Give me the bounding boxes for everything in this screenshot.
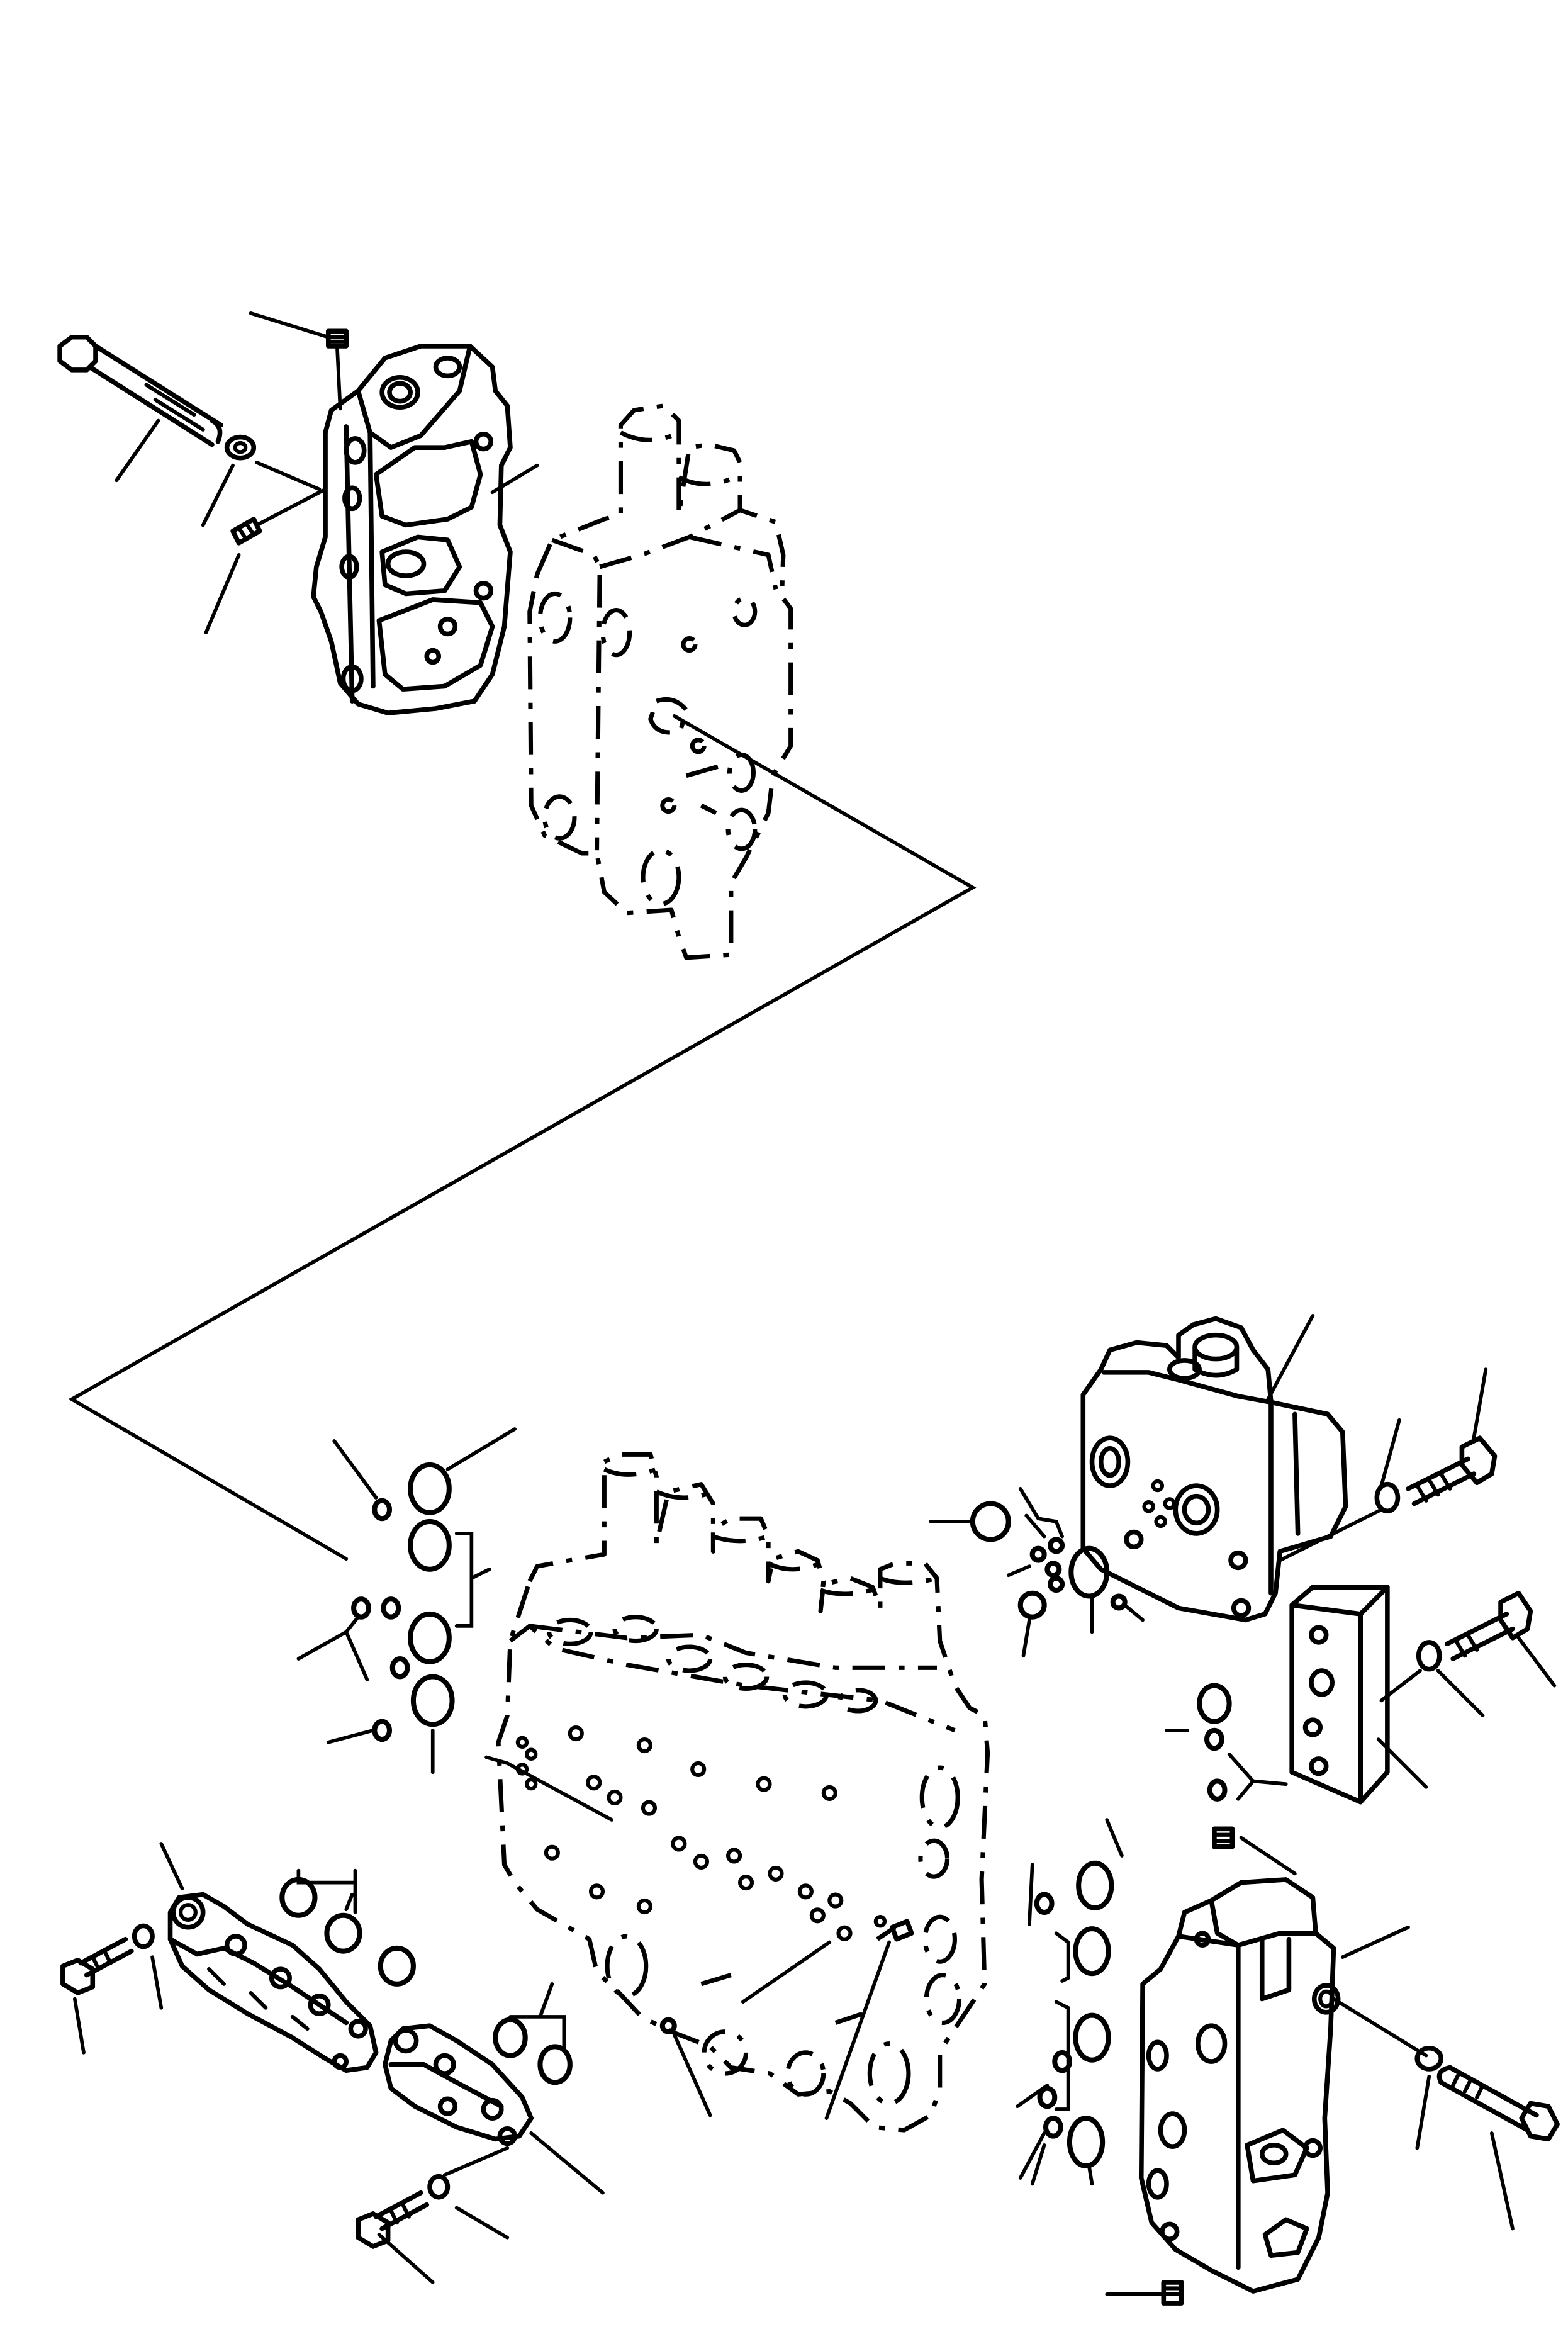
long-bolt (57, 334, 223, 447)
bottom-leader-lines (72, 1313, 1557, 2296)
set-screw-body (890, 1919, 914, 1942)
main-valve-body-phantom (496, 1452, 990, 2133)
washer-right-upper (1374, 1481, 1401, 1514)
o-rings-lower-right (1034, 1860, 1114, 2169)
bolt-right-mid (1444, 1590, 1533, 1661)
assembly-connector-line (68, 714, 977, 1561)
washer-right-mid (1416, 1640, 1442, 1672)
o-rings-upper-right (970, 1501, 1128, 1620)
plug-lower-right-top (1212, 1826, 1235, 1849)
lower-right-end-cover (1138, 1877, 1341, 2294)
top-spool-section-phantom (527, 403, 793, 960)
plug-lower-right-bottom (1161, 2280, 1184, 2306)
set-screw-top-left (230, 517, 262, 546)
washer-lower-left (132, 1923, 155, 1949)
o-rings-left (351, 1462, 455, 1742)
washer-top-left (224, 434, 257, 461)
left-flange-block (167, 1892, 379, 2073)
washer-lower-right (1414, 2045, 1444, 2072)
left-small-flange-block (383, 2023, 534, 2146)
o-rings-mid-right (1197, 1683, 1232, 1802)
right-relief-cover (1080, 1316, 1348, 1623)
spacer-plate (1289, 1585, 1390, 1805)
bolt-lower-right (1436, 2065, 1560, 2142)
top-leader-lines (115, 311, 539, 634)
bolt-lower-left (60, 1936, 134, 1995)
bolt-right-upper (1406, 1435, 1498, 1506)
bolt-bottom-left (356, 2190, 430, 2249)
washer-bottom-left (427, 2174, 451, 2200)
o-rings-lower-left (279, 1876, 677, 2085)
plug-top (326, 328, 349, 349)
top-end-cover-section (311, 344, 513, 715)
